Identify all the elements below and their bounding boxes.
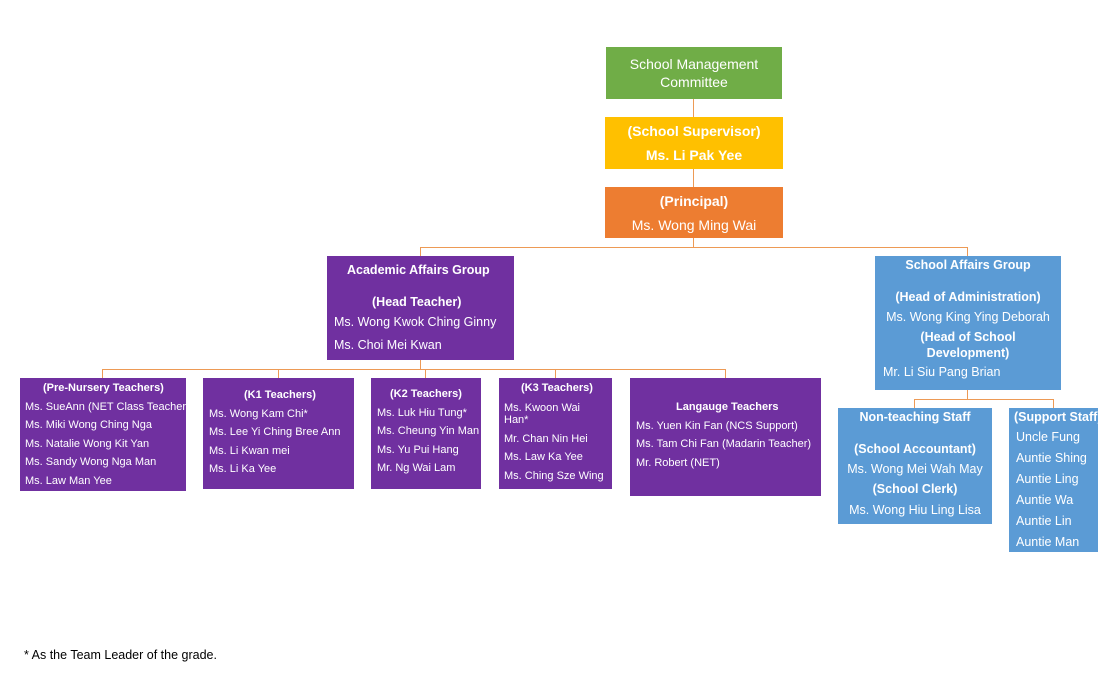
- pre-nursery-member: Ms. Sandy Wong Nga Man: [25, 456, 157, 469]
- non-teaching-title: Non-teaching Staff: [859, 410, 971, 424]
- language-member: Ms. Yuen Kin Fan (NCS Support): [636, 419, 798, 432]
- connector-to-support: [1053, 399, 1054, 408]
- language-title: Langauge Teachers: [676, 401, 779, 413]
- connector-top-bus: [420, 247, 968, 248]
- academic-role: (Head Teacher): [372, 295, 462, 309]
- k3-box: (K3 Teachers) Ms. Kwoon Wai Han* Mr. Cha…: [499, 378, 612, 489]
- k3-title: (K3 Teachers): [521, 382, 593, 394]
- supervisor-name: Ms. Li Pak Yee: [645, 147, 743, 163]
- supervisor-box: (School Supervisor) Ms. Li Pak Yee: [605, 117, 783, 169]
- k2-box: (K2 Teachers) Ms. Luk Hiu Tung* Ms. Cheu…: [371, 378, 481, 489]
- school-affairs-title: School Affairs Group: [905, 258, 1031, 272]
- pre-nursery-member: Ms. Natalie Wong Kit Yan: [25, 437, 150, 450]
- committee-box: School Management Committee: [606, 47, 782, 99]
- connector-to-language: [725, 369, 726, 378]
- dev-name: Mr. Li Siu Pang Brian: [883, 365, 1001, 379]
- connector-committee-supervisor: [693, 99, 694, 117]
- admin-name: Ms. Wong King Ying Deborah: [886, 310, 1050, 324]
- support-title: (Support Staff): [1014, 410, 1102, 424]
- academic-member: Ms. Wong Kwok Ching Ginny: [334, 315, 497, 329]
- support-member: Uncle Fung: [1016, 430, 1080, 444]
- support-member: Auntie Ling: [1016, 472, 1079, 486]
- pre-nursery-member: Ms. Law Man Yee: [25, 474, 112, 487]
- principal-box: (Principal) Ms. Wong Ming Wai: [605, 187, 783, 238]
- language-member: Ms. Tam Chi Fan (Madarin Teacher): [636, 438, 812, 451]
- accountant-name: Ms. Wong Mei Wah May: [847, 462, 983, 476]
- connector-to-school-affairs: [967, 247, 968, 256]
- clerk-role: (School Clerk): [872, 482, 958, 496]
- k1-member: Ms. Li Kwan mei: [209, 444, 290, 457]
- principal-name: Ms. Wong Ming Wai: [631, 216, 757, 233]
- clerk-name: Ms. Wong Hiu Ling Lisa: [849, 503, 981, 517]
- non-teaching-box: Non-teaching Staff (School Accountant) M…: [838, 408, 992, 524]
- school-affairs-box: School Affairs Group (Head of Administra…: [875, 256, 1061, 390]
- pre-nursery-member: Ms. SueAnn (NET Class Teacher): [25, 400, 190, 413]
- academic-affairs-box: Academic Affairs Group (Head Teacher) Ms…: [327, 256, 514, 360]
- pre-nursery-box: (Pre-Nursery Teachers) Ms. SueAnn (NET C…: [20, 378, 190, 491]
- k1-member: Ms. Wong Kam Chi*: [209, 407, 308, 420]
- pre-nursery-member: Ms. Miki Wong Ching Nga: [25, 419, 152, 432]
- connector-to-k1: [278, 369, 279, 378]
- k1-member: Ms. Li Ka Yee: [209, 463, 277, 476]
- connector-staff-bus: [914, 399, 1053, 400]
- pre-nursery-title: (Pre-Nursery Teachers): [43, 382, 164, 394]
- k1-title: (K1 Teachers): [244, 389, 316, 401]
- academic-member: Ms. Choi Mei Kwan: [334, 338, 442, 352]
- k2-member: Mr. Ng Wai Lam: [377, 462, 456, 475]
- admin-role: (Head of Administration): [895, 290, 1041, 304]
- k1-member: Ms. Lee Yi Ching Bree Ann: [209, 426, 341, 439]
- k3-member: Ms. Kwoon Wai Han*: [504, 401, 581, 427]
- support-member: Auntie Lin: [1016, 514, 1072, 528]
- k2-member: Ms. Cheung Yin Man: [377, 425, 480, 438]
- supervisor-role: (School Supervisor): [627, 123, 761, 139]
- connector-supervisor-principal: [693, 169, 694, 187]
- footnote: * As the Team Leader of the grade.: [24, 648, 217, 662]
- support-member: Auntie Wa: [1016, 493, 1074, 507]
- support-member: Auntie Man: [1016, 535, 1080, 549]
- principal-role: (Principal): [659, 192, 729, 209]
- language-member: Mr. Robert (NET): [636, 456, 720, 469]
- k3-member: Mr. Chan Nin Hei: [504, 432, 588, 445]
- k1-box: (K1 Teachers) Ms. Wong Kam Chi* Ms. Lee …: [203, 378, 354, 489]
- k2-member: Ms. Luk Hiu Tung*: [377, 406, 467, 419]
- support-member: Auntie Shing: [1016, 451, 1087, 465]
- connector-teams-bus: [102, 369, 725, 370]
- connector-to-non-teaching: [914, 399, 915, 408]
- language-box: Langauge Teachers Ms. Yuen Kin Fan (NCS …: [630, 378, 821, 496]
- connector-to-academic: [420, 247, 421, 256]
- connector-to-k3: [555, 369, 556, 378]
- accountant-role: (School Accountant): [854, 442, 976, 456]
- connector-academic-bus: [420, 360, 421, 369]
- connector-to-k2: [425, 369, 426, 378]
- k2-title: (K2 Teachers): [390, 388, 462, 400]
- k2-member: Ms. Yu Pui Hang: [377, 443, 459, 456]
- academic-title: Academic Affairs Group: [347, 263, 490, 277]
- k3-member: Ms. Law Ka Yee: [504, 451, 583, 464]
- support-staff-box: (Support Staff) Uncle Fung Auntie Shing …: [1009, 408, 1102, 552]
- connector-school-affairs-bus: [967, 390, 968, 399]
- k3-member: Ms. Ching Sze Wing: [504, 469, 604, 482]
- connector-to-pre-nursery: [102, 369, 103, 378]
- dev-role: (Head of School Development): [920, 330, 1016, 360]
- committee-label: School Management Committee: [629, 56, 759, 90]
- connector-principal-bus: [693, 238, 694, 247]
